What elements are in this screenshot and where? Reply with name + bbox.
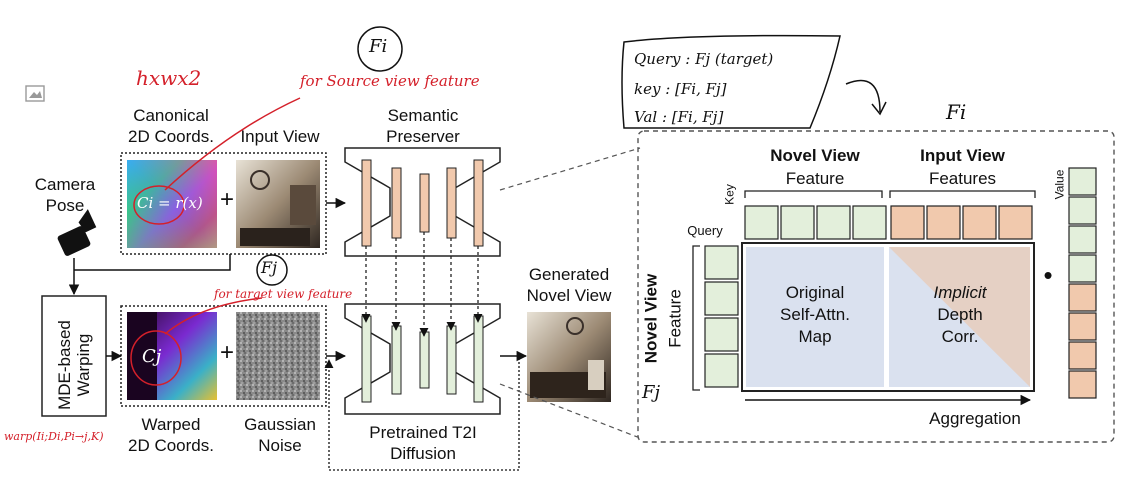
depth-corr-text: Depth Corr. [937, 305, 983, 346]
novel-view-sub: Feature [785, 169, 845, 188]
warped-coords-image [127, 312, 217, 400]
original-attn-region [746, 247, 884, 387]
mde-warping-label: MDE-based Warping [55, 320, 93, 410]
bar-connectors [361, 232, 483, 337]
handwritten-marks [256, 26, 887, 286]
gaussian-noise-label: Gaussian Noise [244, 415, 316, 455]
flow-arrows [68, 197, 528, 362]
value-label: Value [1052, 169, 1067, 200]
implicit-text: Implicit [933, 283, 987, 302]
zoom-line-top [499, 147, 641, 191]
for-target-annotation: for target view feature [214, 287, 353, 301]
feedback-loop [324, 358, 520, 471]
cj-annotation: Cj [142, 346, 162, 367]
ci-equation-annotation: Ci = r(x) [137, 194, 203, 212]
query-note-line1: Query : Fj (target) [634, 50, 774, 68]
hxwx2-annotation: hxwx2 [136, 66, 202, 90]
attention-panel [637, 130, 1115, 443]
fi-right-annotation: Fi [946, 100, 967, 124]
warp-formula-annotation: warp(Ii;Di,Pi→j,K) [4, 430, 104, 443]
zoom-line-bottom [499, 383, 641, 439]
red-annotations [130, 97, 301, 386]
bracket-row [692, 245, 700, 391]
aggregation-label: Aggregation [929, 409, 1021, 428]
key-label: Key [722, 184, 737, 205]
depth-corr-triangle [889, 247, 1030, 387]
original-attn-text: Original Self-Attn. Map [780, 283, 850, 346]
row-sub: Feature [665, 289, 685, 348]
value-cells [1068, 167, 1097, 399]
generated-novel-view-image [527, 312, 611, 402]
gaussian-noise-image [236, 312, 320, 400]
key-cells [744, 205, 1033, 240]
plus-bottom: + [219, 339, 234, 366]
query-cells [704, 245, 739, 388]
query-note-line2: key : [Fi, Fj] [634, 80, 727, 98]
canonical-coords-label: Canonical 2D Coords. [128, 106, 214, 146]
fj-mid-annotation: Fj [261, 258, 278, 277]
mde-warping-box [41, 295, 107, 417]
multiply-dot: • [1043, 260, 1053, 290]
generated-novel-view-label: Generated Novel View [526, 265, 612, 305]
input-view-title: Input View [920, 146, 1005, 165]
plus-top: + [219, 186, 234, 213]
novel-view-title: Novel View [770, 146, 860, 165]
bracket-novel [744, 190, 883, 198]
input-frame-top [120, 152, 327, 255]
semantic-preserver-label: Semantic Preserver [386, 106, 460, 146]
row-title: Novel View [641, 273, 661, 364]
input-view-label: Input View [240, 127, 320, 146]
pretrained-diffusion-label: Pretrained T2I Diffusion [369, 423, 477, 463]
bracket-input [889, 190, 1036, 198]
canonical-coords-image [127, 160, 217, 248]
input-view-sub: Features [928, 169, 997, 188]
query-label: Query [687, 223, 723, 238]
query-note-line3: Val : [Fi, Fj] [634, 108, 724, 126]
image-placeholder-icon [25, 85, 45, 102]
for-source-annotation: for Source view feature [300, 72, 480, 90]
camera-pose-label: Camera Pose [34, 175, 96, 215]
input-view-image [236, 160, 320, 248]
camera-icon [57, 209, 97, 256]
fi-top-annotation: Fi [369, 36, 388, 57]
warped-coords-label: Warped 2D Coords. [128, 415, 214, 455]
fj-bottom-annotation: Fj [642, 382, 661, 403]
